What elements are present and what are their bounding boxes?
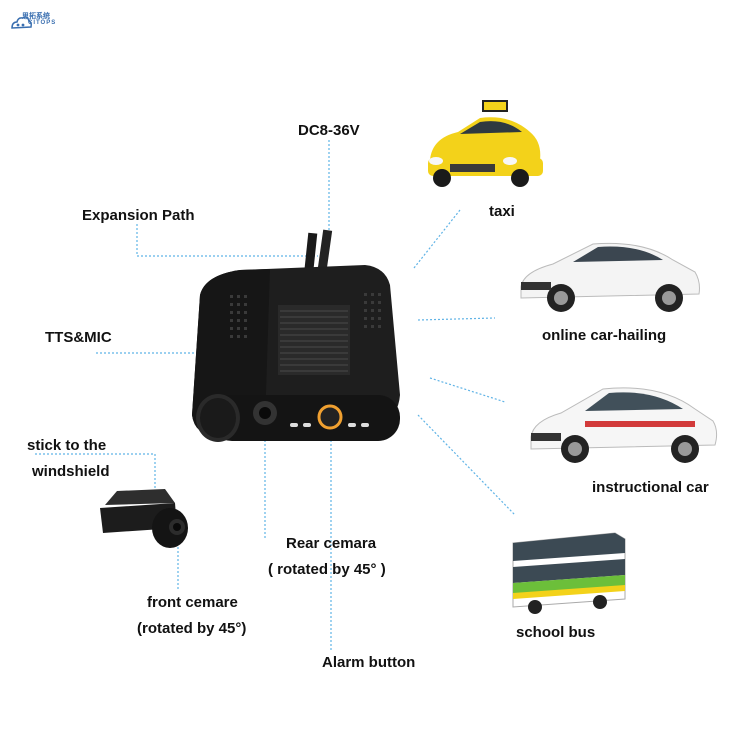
logo-english-text: CITOPS (28, 20, 57, 26)
alarm-button-label: Alarm button (322, 654, 416, 671)
school-bus-label: school bus (516, 624, 596, 641)
front-camera-label-line2: (rotated by 45°) (137, 620, 247, 637)
taxi-label: taxi (489, 203, 515, 220)
school-bus-icon (512, 532, 626, 614)
windshield-label-line1: stick to the (27, 437, 107, 454)
driving-school-car-icon (530, 387, 718, 463)
rear-camera-label-line2: ( rotated by 45° ) (268, 561, 386, 578)
school-bus-leader-line (417, 414, 516, 516)
dashcam-device-image (192, 229, 400, 442)
front-camera-image (100, 489, 188, 548)
instructional-car-label: instructional car (592, 479, 709, 496)
online-car-leader-line (417, 317, 496, 321)
expansion-leader-line (136, 224, 318, 257)
tts-mic-label: TTS&MIC (45, 329, 112, 346)
sedan-car-icon (520, 242, 700, 312)
front-camera-label-line1: front cemare (147, 594, 238, 611)
windshield-label-line2: windshield (32, 463, 110, 480)
cloud-logo-icon (11, 16, 32, 29)
rear-camera-label-line1: Rear cemara (286, 535, 377, 552)
online-car-hailing-label: online car-hailing (542, 327, 667, 344)
logo-chinese-text: 思拓系统 (22, 13, 50, 20)
windshield-leader-line (35, 453, 156, 500)
power-label: DC8-36V (298, 122, 360, 139)
taxi-icon (428, 100, 543, 187)
instructional-car-leader-line (429, 377, 506, 403)
expansion-path-label: Expansion Path (82, 207, 195, 224)
taxi-leader-line (413, 209, 461, 269)
